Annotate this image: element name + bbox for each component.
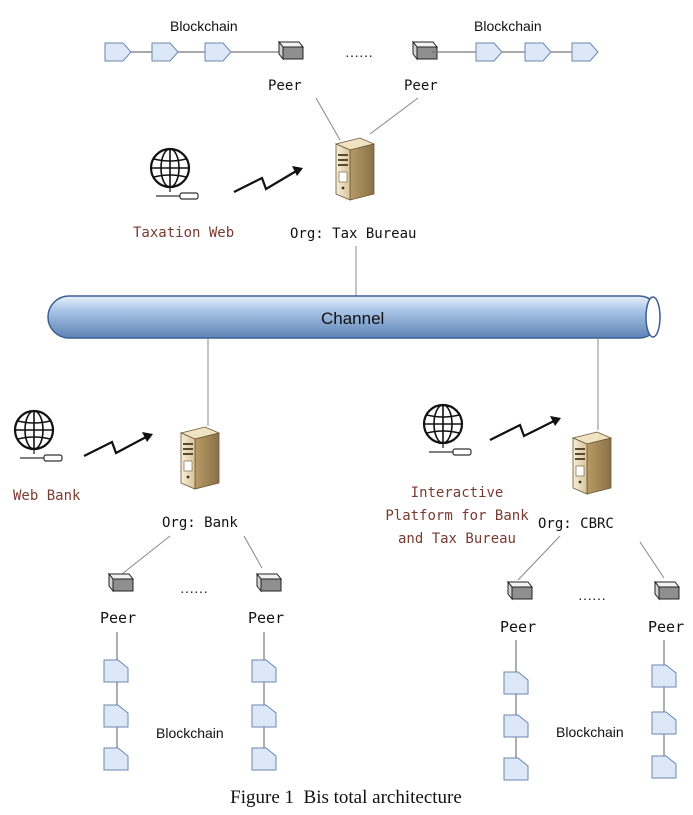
peer-node-icon (278, 41, 304, 60)
ellipsis: …… (578, 589, 606, 604)
block-icon (503, 671, 529, 695)
cbrc-right-blockchain (651, 640, 677, 779)
top-left-blockchain: Blockchain (104, 18, 282, 62)
blockchain-label: Blockchain (474, 18, 542, 34)
lightning-link-icon (83, 435, 149, 457)
globe-icon (149, 147, 200, 201)
bank-right-blockchain (251, 632, 277, 771)
peer-node-icon (108, 573, 134, 592)
block-icon (651, 711, 677, 735)
globe-icon (422, 403, 473, 457)
lightning-link-icon (233, 169, 299, 193)
block-icon (651, 755, 677, 779)
server-icon (572, 431, 612, 495)
channel-pipe: Channel (47, 295, 661, 339)
peer-label: Peer (100, 609, 136, 627)
ellipsis: …… (180, 582, 208, 597)
peer-label: Peer (648, 618, 684, 636)
blockchain-label: Blockchain (170, 18, 238, 34)
block-icon (571, 42, 599, 62)
blockchain-label: Blockchain (556, 724, 624, 740)
block-icon (204, 42, 232, 62)
peer-label: Peer (248, 609, 284, 627)
block-icon (475, 42, 503, 62)
block-icon (503, 714, 529, 738)
block-icon (651, 664, 677, 688)
lightning-link-icon (489, 419, 557, 441)
block-icon (251, 659, 277, 683)
ellipsis: …… (345, 46, 373, 61)
peer-node-icon (507, 581, 533, 600)
block-icon (103, 747, 129, 771)
server-icon (180, 426, 220, 490)
globe-icon (13, 409, 64, 463)
block-icon (103, 704, 129, 728)
block-icon (104, 42, 132, 62)
block-icon (103, 659, 129, 683)
cbrc-left-blockchain (503, 640, 529, 781)
peer-node-icon (412, 41, 438, 60)
org-bank: Org: Bank (162, 515, 238, 531)
channel-label: Channel (321, 309, 384, 328)
top-right-blockchain: Blockchain (432, 18, 599, 62)
web-bank-label: Web Bank (13, 488, 81, 504)
blockchain-label: Blockchain (156, 725, 224, 741)
org-tax-bureau: Org: Tax Bureau (290, 226, 416, 242)
block-icon (524, 42, 552, 62)
bank-left-blockchain (103, 632, 129, 771)
block-icon (503, 757, 529, 781)
peer-label: Peer (500, 618, 536, 636)
block-icon (251, 704, 277, 728)
server-icon (335, 137, 375, 201)
org-cbrc: Org: CBRC (538, 516, 614, 532)
peer-label: Peer (268, 78, 302, 94)
interactive-platform-line-1: Interactive (411, 485, 504, 501)
peer-node-icon (256, 573, 282, 592)
figure-caption: Figure 1 Bis total architecture (230, 787, 462, 808)
peer-node-icon (654, 581, 680, 600)
taxation-web-label: Taxation Web (133, 225, 234, 241)
peer-label: Peer (404, 78, 438, 94)
interactive-platform-line-3: and Tax Bureau (398, 531, 516, 547)
block-icon (251, 747, 277, 771)
block-icon (151, 42, 179, 62)
interactive-platform-line-2: Platform for Bank (385, 508, 529, 524)
